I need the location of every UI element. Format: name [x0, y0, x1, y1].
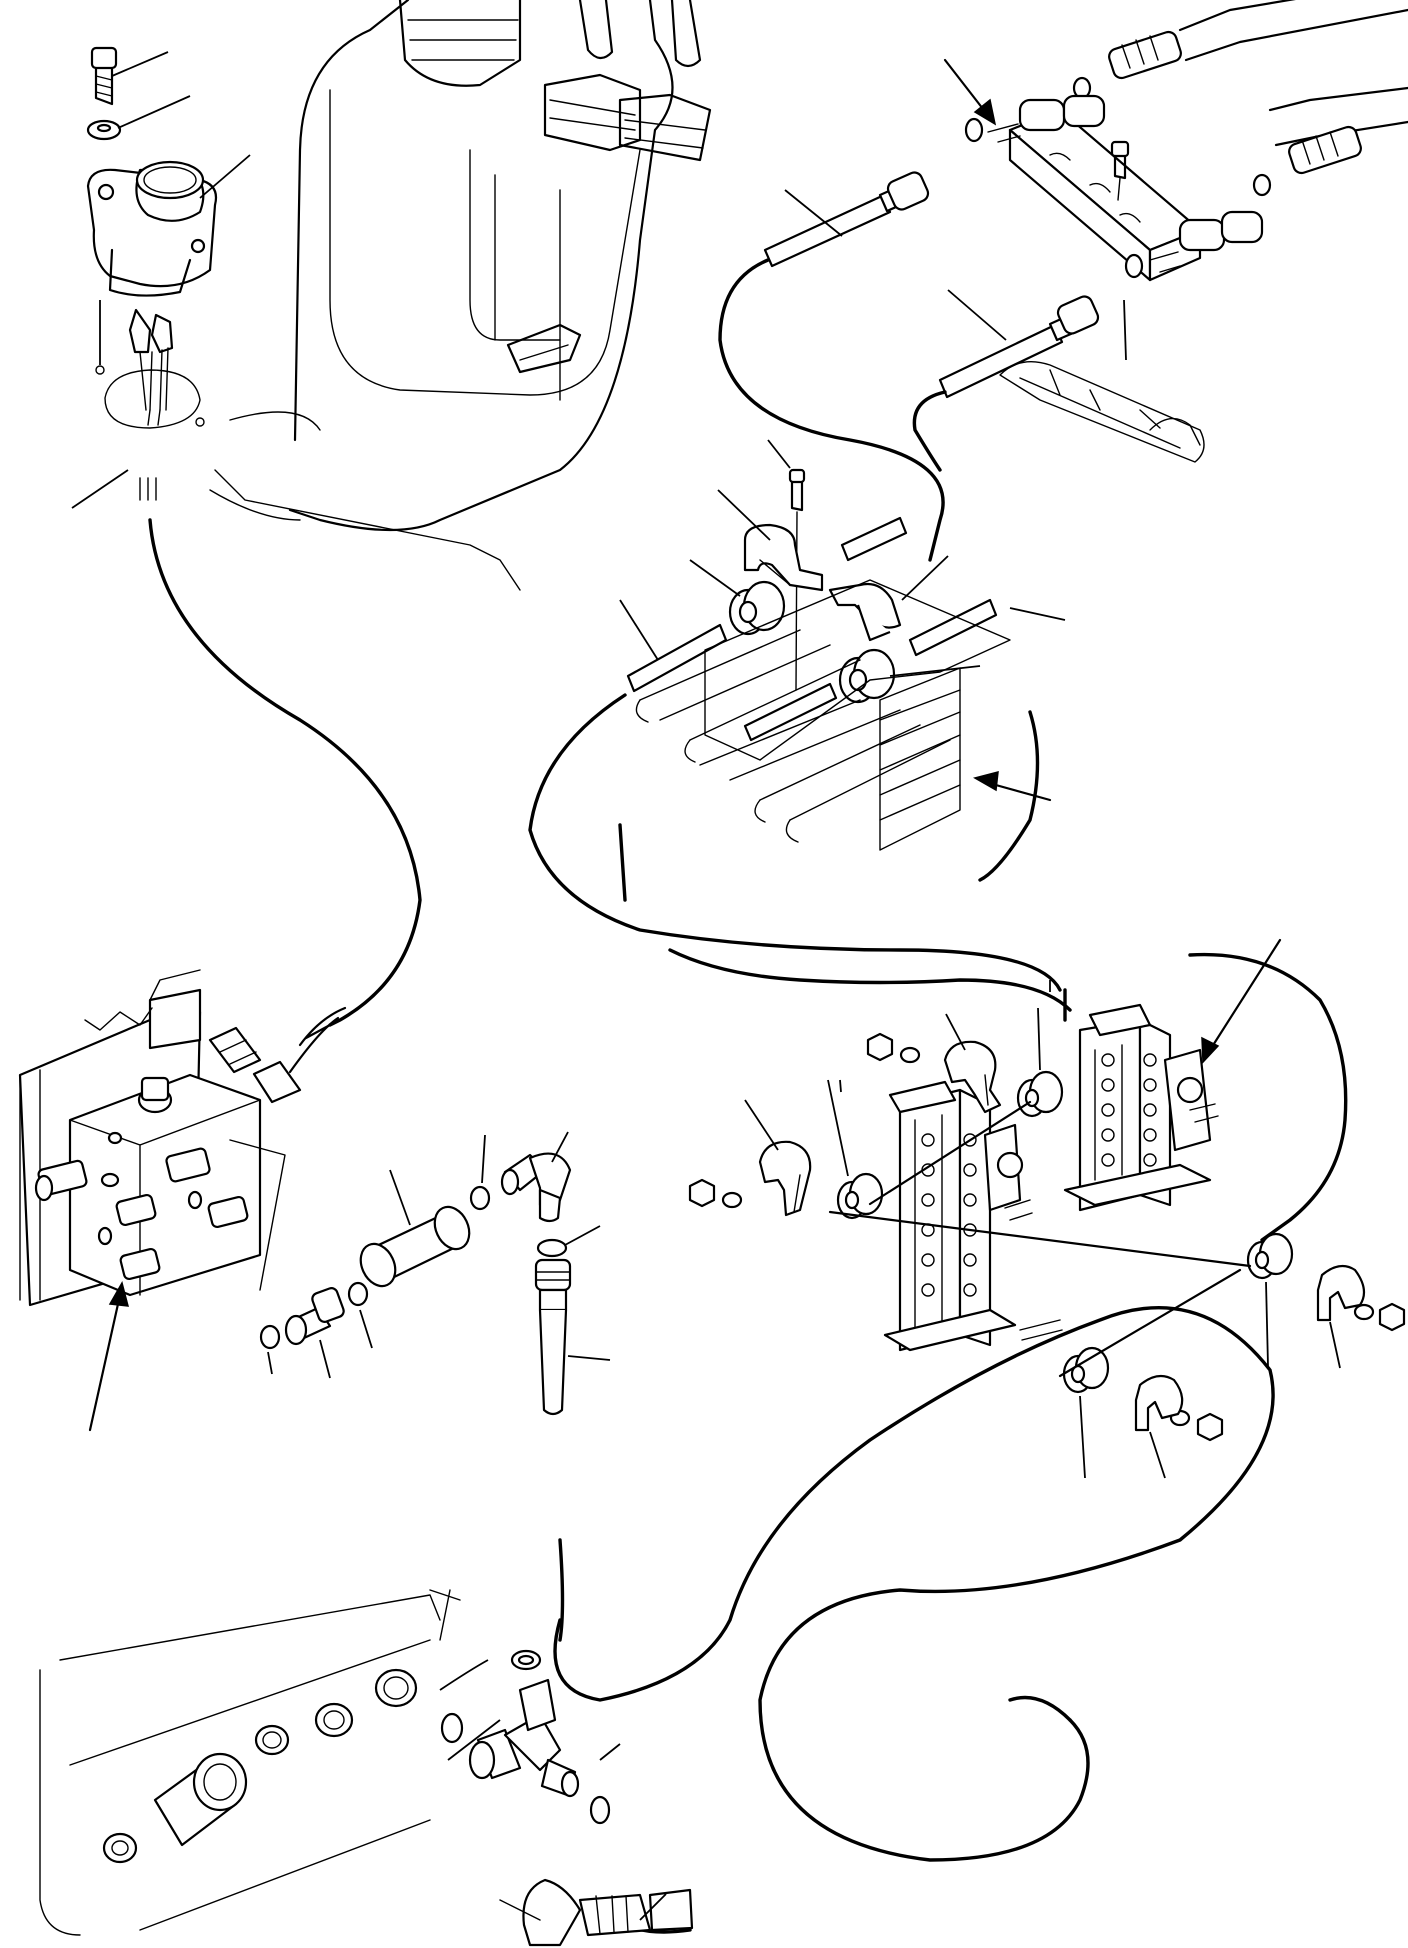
washer [86, 119, 122, 141]
o-ring [259, 1324, 281, 1350]
o-ring [589, 1795, 611, 1825]
switch [86, 160, 218, 297]
control-valve-block [18, 969, 340, 1432]
hose-end [534, 1258, 572, 1416]
o-ring [510, 1649, 542, 1671]
hose-adapter [165, 1147, 211, 1183]
clamp-bushing [836, 1172, 884, 1220]
port-boss [254, 1724, 290, 1756]
nut [1353, 1302, 1406, 1332]
tube-clamp [1316, 1264, 1366, 1322]
tube-clamp-assembly [619, 439, 1066, 851]
nut [688, 1178, 743, 1209]
hose-adapter [119, 1247, 161, 1281]
port-boss [374, 1668, 418, 1708]
port-boss [102, 1832, 138, 1864]
adapter-elbow-chain [259, 1131, 611, 1416]
port-boss [314, 1702, 354, 1738]
clamp-bushing [1246, 1232, 1294, 1280]
clamp-bushing [838, 648, 896, 704]
control-lever-housing [209, 0, 712, 591]
nut [1169, 1409, 1224, 1442]
wire-connector [128, 308, 174, 426]
tube-clamp [743, 523, 824, 592]
hose-adapter [207, 1195, 249, 1229]
cap-screw [1110, 140, 1130, 180]
hose-adapter [115, 1193, 157, 1227]
cap-screw [788, 468, 806, 512]
clamp-support-bracket [883, 938, 1282, 1352]
elbow-fitting [500, 1152, 572, 1223]
swivel-elbow [522, 1878, 694, 1947]
o-ring [440, 1712, 464, 1744]
manifold-block [1008, 94, 1264, 282]
o-ring [469, 1185, 491, 1211]
tube-clamp [1134, 1374, 1184, 1432]
hydraulic-hose [148, 171, 1348, 1934]
tube-clamp [943, 1040, 1002, 1114]
clamp-bushing [1016, 1070, 1064, 1118]
hose-adapter [284, 1287, 345, 1346]
quick-coupler-manifold [943, 0, 1408, 463]
switch-assembly [71, 46, 251, 509]
tee-fitting [468, 1678, 580, 1798]
o-ring [536, 1238, 568, 1258]
quick-coupler [1288, 125, 1362, 175]
clamp-tube [626, 516, 998, 742]
nut [866, 1032, 921, 1064]
port-boss [153, 1752, 248, 1847]
adapter-sleeve [359, 1205, 471, 1288]
clamp-bushing [728, 580, 786, 636]
hose-adapter [34, 1159, 88, 1202]
clamp-hardware-right [688, 980, 1406, 1479]
o-ring [347, 1281, 369, 1307]
quick-coupler [1108, 30, 1182, 80]
cap-screw [90, 46, 118, 106]
tube-clamp [758, 1140, 812, 1217]
tee-fitting-assembly [39, 1589, 694, 1947]
tube-clamp [828, 582, 902, 642]
